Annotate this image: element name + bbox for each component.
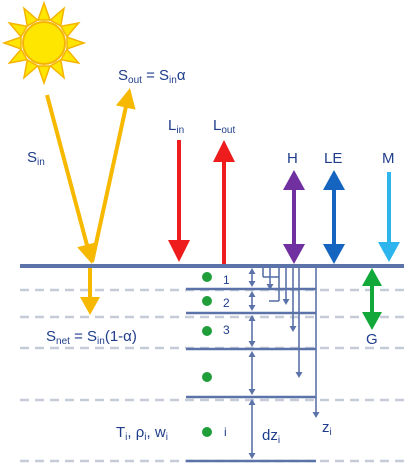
- l-in-arrow: [168, 140, 190, 262]
- dz-arrow-1: [248, 268, 256, 287]
- s-net-label: Snet = Sin(1-α): [46, 328, 137, 347]
- layer-nodes: [202, 272, 212, 437]
- z-arrow-2: [282, 268, 290, 305]
- s-in-label: Sin: [27, 149, 45, 168]
- s-net-arrow: [80, 268, 100, 315]
- layer-node-1: [202, 272, 212, 282]
- z-arrow-i: [312, 268, 320, 418]
- z-arrow-3: [289, 268, 297, 332]
- l-out-label: Lout: [213, 117, 236, 136]
- s-in-arrow: [45, 94, 97, 264]
- h-label: H: [287, 150, 298, 167]
- layer-1-label: 1: [223, 273, 230, 287]
- sun-icon: [1, 0, 87, 86]
- z-arrow-1: [266, 268, 274, 290]
- dz-arrow-4: [248, 351, 256, 395]
- g-label: G: [366, 331, 378, 348]
- z-label: zi: [322, 419, 332, 438]
- s-out-label: Sout = Sinα: [118, 67, 186, 86]
- z-arrow-4: [295, 268, 303, 378]
- m-arrow: [378, 172, 400, 262]
- le-label: LE: [324, 150, 343, 167]
- m-label: M: [382, 150, 395, 167]
- s-out-arrow: [90, 88, 136, 263]
- layer-boundaries: [186, 287, 316, 463]
- layer-node-3: [202, 326, 212, 336]
- layer-i-label: i: [224, 425, 227, 439]
- dz-label: dzi: [262, 427, 281, 446]
- layer-2-label: 2: [223, 296, 230, 310]
- layer-properties-label: Ti, ρi, wi: [116, 424, 168, 443]
- layer-node-4: [202, 372, 212, 382]
- dz-arrow-i: [248, 399, 256, 459]
- flux-arrows: [45, 88, 400, 459]
- layer-3-label: 3: [223, 323, 230, 337]
- layer-node-2: [202, 296, 212, 306]
- dashed-layer-lines: [20, 288, 404, 463]
- l-out-arrow: [213, 140, 235, 264]
- dz-arrow-2: [248, 291, 256, 311]
- dz-arrow-3: [248, 315, 256, 347]
- l-in-label: Lin: [168, 117, 185, 136]
- h-arrow: [283, 170, 305, 264]
- le-arrow: [323, 170, 345, 264]
- depth-z-arrows: [262, 268, 280, 302]
- layer-node-5: [202, 427, 212, 437]
- g-arrow: [362, 268, 382, 330]
